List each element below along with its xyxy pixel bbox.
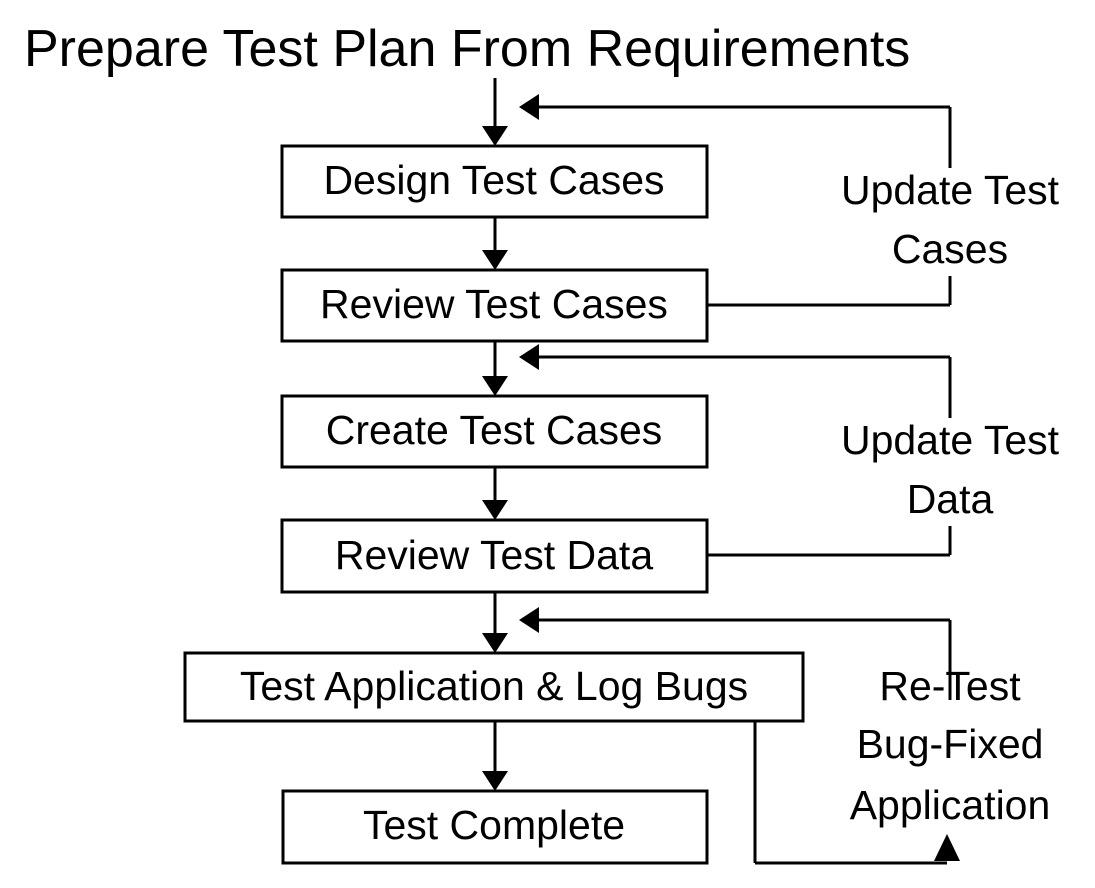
node-box-test-application-log-bugs[interactable] — [183, 651, 805, 723]
page-title: Prepare Test Plan From Requirements — [24, 20, 910, 78]
edge-label-update-test-cases: Update Test Cases — [841, 167, 1060, 272]
edge-label-re-test-bug-fixed-application: Re-Test Bug-Fixed Application — [850, 663, 1051, 828]
edge-create-test-cases-to-review-test-data — [482, 467, 508, 520]
feedback-loop-re-test-bug-fixed-application — [519, 607, 960, 865]
edge-entry-to-design-test-cases — [482, 78, 508, 146]
node-label-create-test-cases: Create Test Cases — [326, 407, 663, 453]
node-test-complete[interactable]: Test Complete — [281, 789, 709, 865]
node-label-test-complete: Test Complete — [363, 802, 625, 848]
edge-label-re-test-line3: Application — [850, 782, 1051, 828]
node-label-review-test-data: Review Test Data — [335, 532, 653, 578]
node-review-test-data[interactable]: Review Test Data — [280, 518, 709, 594]
node-label-test-application-log-bugs: Test Application & Log Bugs — [240, 663, 748, 709]
edge-label-update-test-data-line1: Update Test — [841, 417, 1060, 463]
edge-design-to-review-test-cases — [482, 217, 508, 270]
node-box-create-test-cases[interactable] — [280, 394, 709, 469]
node-box-review-test-data[interactable] — [280, 518, 709, 594]
node-label-review-test-cases: Review Test Cases — [320, 281, 668, 327]
edge-label-re-test-line2: Bug-Fixed — [857, 721, 1044, 767]
edge-review-test-data-to-test-application — [482, 592, 508, 653]
edge-label-update-test-cases-line1: Update Test — [841, 167, 1060, 213]
node-label-design-test-cases: Design Test Cases — [323, 157, 664, 203]
node-test-application-log-bugs[interactable]: Test Application & Log Bugs — [183, 651, 805, 723]
edge-label-update-test-data: Update Test Data — [841, 417, 1060, 522]
node-create-test-cases[interactable]: Create Test Cases — [280, 394, 709, 469]
edge-review-test-cases-to-create-test-cases — [482, 341, 508, 396]
feedback-loop-update-test-cases — [519, 94, 952, 307]
edge-label-update-test-cases-line2: Cases — [892, 226, 1008, 272]
node-review-test-cases[interactable]: Review Test Cases — [280, 268, 709, 343]
edge-label-re-test-line1: Re-Test — [879, 663, 1021, 709]
edge-test-application-to-test-complete — [482, 721, 508, 791]
node-box-test-complete[interactable] — [281, 789, 709, 865]
feedback-loop-update-test-data — [519, 344, 952, 557]
node-box-design-test-cases[interactable] — [280, 144, 709, 219]
node-design-test-cases[interactable]: Design Test Cases — [280, 144, 709, 219]
edge-label-update-test-data-line2: Data — [907, 476, 994, 522]
node-box-review-test-cases[interactable] — [280, 268, 709, 343]
